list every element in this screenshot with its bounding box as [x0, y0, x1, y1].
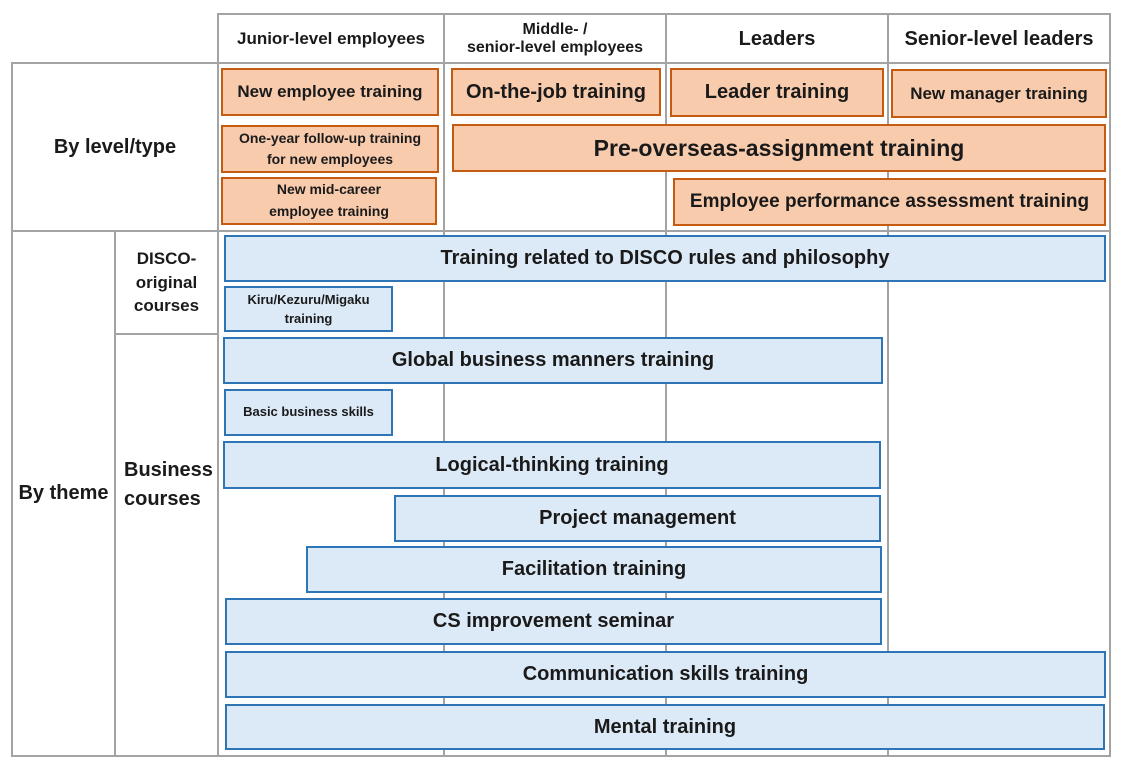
grid-line — [114, 333, 218, 335]
grid-line — [443, 13, 445, 757]
grid-line — [217, 13, 219, 757]
grid-line — [887, 13, 889, 757]
row-label-business-courses: Business courses — [124, 459, 213, 510]
on-the-job-training-box: On-the-job training — [451, 68, 661, 116]
pre-overseas-assignment-box: Pre-overseas-assignment training — [452, 124, 1106, 172]
communication-skills-box: Communication skills training — [225, 651, 1106, 698]
kiru-kezuru-migaku-box: Kiru/Kezuru/Migaku training — [224, 286, 393, 332]
logical-thinking-box: Logical-thinking training — [223, 441, 881, 489]
grid-line — [11, 230, 1111, 232]
row-label-by-theme: By theme — [18, 482, 109, 504]
grid-line — [114, 230, 116, 757]
grid-line — [218, 13, 1111, 15]
one-year-follow-up-box: One-year follow-up training for new empl… — [221, 125, 439, 173]
new-mid-career-box: New mid-career employee training — [221, 177, 437, 225]
project-management-box: Project management — [394, 495, 881, 542]
row-label-disco-original: DISCO- original courses — [133, 248, 200, 316]
column-header-junior: Junior-level employees — [236, 29, 426, 49]
grid-line — [665, 13, 667, 757]
grid-line — [11, 62, 1111, 64]
leader-training-box: Leader training — [670, 68, 884, 117]
row-label-by-level: By level/type — [53, 135, 177, 158]
facilitation-training-box: Facilitation training — [306, 546, 882, 593]
column-header-leaders: Leaders — [738, 27, 816, 50]
performance-assessment-box: Employee performance assessment training — [673, 178, 1106, 226]
new-employee-training-box: New employee training — [221, 68, 439, 116]
disco-rules-training-box: Training related to DISCO rules and phil… — [224, 235, 1106, 282]
column-header-senior: Senior-level leaders — [904, 27, 1094, 50]
grid-line — [11, 62, 13, 757]
grid-line — [11, 755, 1111, 757]
new-manager-training-box: New manager training — [891, 69, 1107, 118]
basic-business-skills-box: Basic business skills — [224, 389, 393, 436]
global-business-manners-box: Global business manners training — [223, 337, 883, 384]
grid-line — [1109, 13, 1111, 757]
mental-training-box: Mental training — [225, 704, 1105, 750]
column-header-middle: Middle- / senior-level employees — [466, 20, 644, 56]
cs-improvement-box: CS improvement seminar — [225, 598, 882, 645]
